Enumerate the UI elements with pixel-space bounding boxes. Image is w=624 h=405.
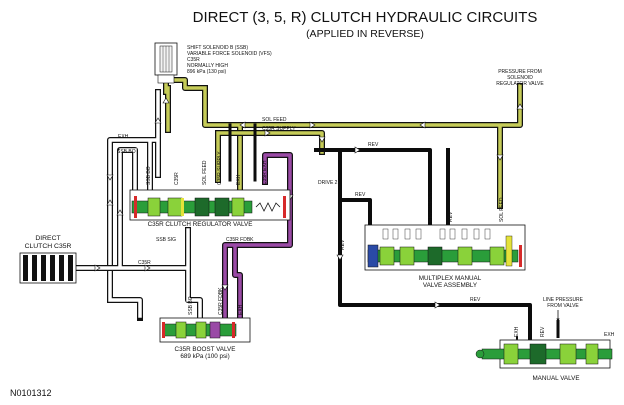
svg-text:MULTIPLEX MANUAL: MULTIPLEX MANUAL xyxy=(419,275,482,282)
figure-code: N0101312 xyxy=(10,388,52,398)
svg-text:C35R FDBK: C35R FDBK xyxy=(226,237,254,243)
svg-text:REGULATOR VALVE: REGULATOR VALVE xyxy=(496,81,544,87)
boost-valve-label: C35R BOOST VALVE 689 kPa (100 psi) xyxy=(175,346,236,360)
svg-text:SOLENOID: SOLENOID xyxy=(507,75,533,81)
svg-text:LINE PRESSURE: LINE PRESSURE xyxy=(543,297,584,303)
svg-text:689 kPa (100 psi): 689 kPa (100 psi) xyxy=(180,353,229,360)
manual-valve-label: MANUAL VALVE xyxy=(532,375,579,382)
svg-text:REV: REV xyxy=(340,239,346,250)
svg-text:SSB BO: SSB BO xyxy=(146,166,152,185)
diagram-subtitle: (APPLIED IN REVERSE) xyxy=(306,28,424,40)
multiplex-manual-valve-assembly xyxy=(364,224,526,271)
c35r-clutch-regulator-valve xyxy=(129,189,291,221)
multiplex-valve-label: MULTIPLEX MANUAL VALVE ASSEMBLY xyxy=(419,275,482,289)
svg-text:REV: REV xyxy=(368,142,379,148)
svg-text:DRIVE 2: DRIVE 2 xyxy=(318,180,338,186)
manual-valve xyxy=(475,320,613,369)
svg-text:896 kPa (130 psi): 896 kPa (130 psi) xyxy=(187,69,227,75)
svg-text:EXH: EXH xyxy=(236,174,242,185)
multiplex-passage-labels: REV SUPPLY REV SOL FEED xyxy=(428,190,505,222)
hydraulic-lines xyxy=(73,77,532,342)
svg-text:REV: REV xyxy=(448,211,454,222)
svg-text:PRESSURE FROM: PRESSURE FROM xyxy=(498,69,542,75)
manual-valve-passage-labels: EXH REV EXH xyxy=(514,326,615,338)
svg-text:C35R SUPPLY: C35R SUPPLY xyxy=(217,151,223,185)
direct-clutch-c35r xyxy=(19,252,77,284)
svg-text:DIRECT: DIRECT xyxy=(35,235,60,242)
svg-text:C35R FDBK: C35R FDBK xyxy=(218,287,224,315)
regulator-passage-labels: EXH SSB BO SSB BO C35R SOL FEED C35R SUP… xyxy=(117,134,268,185)
boost-passage-labels: SSB BO C35R FDBK EXH xyxy=(188,287,244,315)
c35r-feedback-line xyxy=(222,152,293,323)
svg-text:C35R EXH: C35R EXH xyxy=(262,160,268,185)
svg-text:VALVE ASSEMBLY: VALVE ASSEMBLY xyxy=(423,282,478,289)
svg-text:C35R: C35R xyxy=(187,57,200,63)
diagram-title: DIRECT (3, 5, R) CLUTCH HYDRAULIC CIRCUI… xyxy=(193,9,538,26)
line-pressure-label: LINE PRESSURE FROM VALVE xyxy=(543,297,584,309)
c35r-boost-valve xyxy=(159,317,251,343)
svg-text:SOL FEED: SOL FEED xyxy=(499,197,505,222)
svg-text:CLUTCH C35R: CLUTCH C35R xyxy=(25,243,72,250)
svg-text:EXH: EXH xyxy=(118,134,129,140)
svg-text:SSB SIG: SSB SIG xyxy=(156,237,176,243)
svg-text:EXH: EXH xyxy=(238,304,244,315)
ssb-signal-line xyxy=(107,89,161,321)
svg-text:EXH: EXH xyxy=(514,326,520,337)
rev-line xyxy=(228,123,532,342)
shift-solenoid-b xyxy=(154,42,178,84)
svg-text:REV SUPPLY: REV SUPPLY xyxy=(428,190,434,222)
svg-text:SSB BO: SSB BO xyxy=(188,296,194,315)
svg-text:C35R BOOST VALVE: C35R BOOST VALVE xyxy=(175,346,236,353)
svg-text:C35R SUPPLY: C35R SUPPLY xyxy=(262,126,296,132)
c35r-to-clutch-line xyxy=(73,147,203,323)
svg-text:SSB BO: SSB BO xyxy=(117,149,136,155)
svg-text:NORMALLY HIGH: NORMALLY HIGH xyxy=(187,63,228,69)
svg-text:REV: REV xyxy=(540,326,546,337)
mid-passage-labels: C35R SSB SIG C35R FDBK SOL FEED C35R SUP… xyxy=(138,117,481,303)
svg-text:SOL FEED: SOL FEED xyxy=(202,160,208,185)
svg-text:C35R: C35R xyxy=(174,172,180,185)
sol-feed-line xyxy=(163,77,523,209)
svg-text:SHIFT SOLENOID B (SSB): SHIFT SOLENOID B (SSB) xyxy=(187,45,248,51)
svg-text:FROM VALVE: FROM VALVE xyxy=(547,303,579,309)
c35r-regulator-valve-label: C35R CLUTCH REGULATOR VALVE xyxy=(148,221,253,228)
svg-text:REV: REV xyxy=(355,192,366,198)
svg-text:VARIABLE FORCE SOLENOID (VFS): VARIABLE FORCE SOLENOID (VFS) xyxy=(187,51,272,57)
svg-text:EXH: EXH xyxy=(604,332,615,338)
svg-text:SOL FEED: SOL FEED xyxy=(262,117,287,123)
c35r-supply-line xyxy=(215,130,325,183)
solenoid-label: SHIFT SOLENOID B (SSB) VARIABLE FORCE SO… xyxy=(187,45,272,75)
direct-clutch-label: DIRECT CLUTCH C35R xyxy=(25,235,72,250)
svg-text:C35R: C35R xyxy=(138,260,151,266)
svg-text:REV: REV xyxy=(470,297,481,303)
pressure-from-solenoid-label: PRESSURE FROM SOLENOID REGULATOR VALVE xyxy=(496,69,544,87)
